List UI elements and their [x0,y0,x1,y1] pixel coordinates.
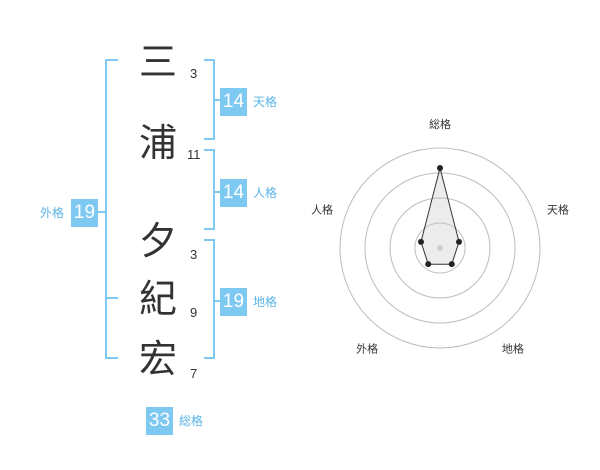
gaikaku-label: 外格 [40,206,65,220]
jinkaku-value: 14 [220,179,247,207]
radar-ring-3 [364,172,516,324]
radar-axis-label-3: 地格 [502,341,524,355]
radar-center-dot [437,245,443,251]
soukaku-value: 33 [146,407,173,435]
chikaku-value: 19 [220,288,247,316]
radar-point-2 [456,238,463,245]
radar-axis-label-5: 人格 [311,203,333,217]
radar-axis-label-4: 外格 [356,341,378,355]
name-char-5: 宏 [138,337,177,381]
radar-axis-label-2: 天格 [547,203,569,217]
radar-point-4 [425,261,432,268]
stroke-count-2: 11 [187,147,201,162]
radar-point-1 [437,165,443,171]
name-char-2: 浦 [138,121,177,165]
radar-ring-2 [389,197,491,299]
gaikaku-bracket [105,59,118,359]
stroke-count-1: 3 [190,66,198,81]
radar-rings [339,147,541,349]
tenkaku-bracket [204,59,215,140]
grouping-brackets [98,59,220,359]
tenkaku-value: 14 [220,88,247,116]
gaikaku-value: 19 [71,199,98,227]
chikaku-bracket [204,239,215,359]
name-char-1: 三 [138,40,177,84]
radar-value-polygon [420,167,460,265]
stroke-count-4: 9 [190,305,198,320]
radar-points [417,165,463,268]
chikaku-label: 地格 [253,295,278,309]
stroke-count-5: 7 [190,366,198,381]
name-char-4: 紀 [138,277,177,321]
name-char-3: 夕 [138,219,177,263]
radar-axis-label-1: 総格 [429,117,451,131]
stroke-count-3: 3 [190,247,198,262]
radar-ring-4 [339,147,541,349]
jinkaku-bracket [204,149,215,230]
jinkaku-label: 人格 [253,186,278,200]
radar-point-3 [448,261,455,268]
radar-ring-1 [414,222,466,274]
soukaku-label: 総格 [179,414,204,428]
tenkaku-label: 天格 [253,95,278,109]
radar-point-5 [417,238,424,245]
